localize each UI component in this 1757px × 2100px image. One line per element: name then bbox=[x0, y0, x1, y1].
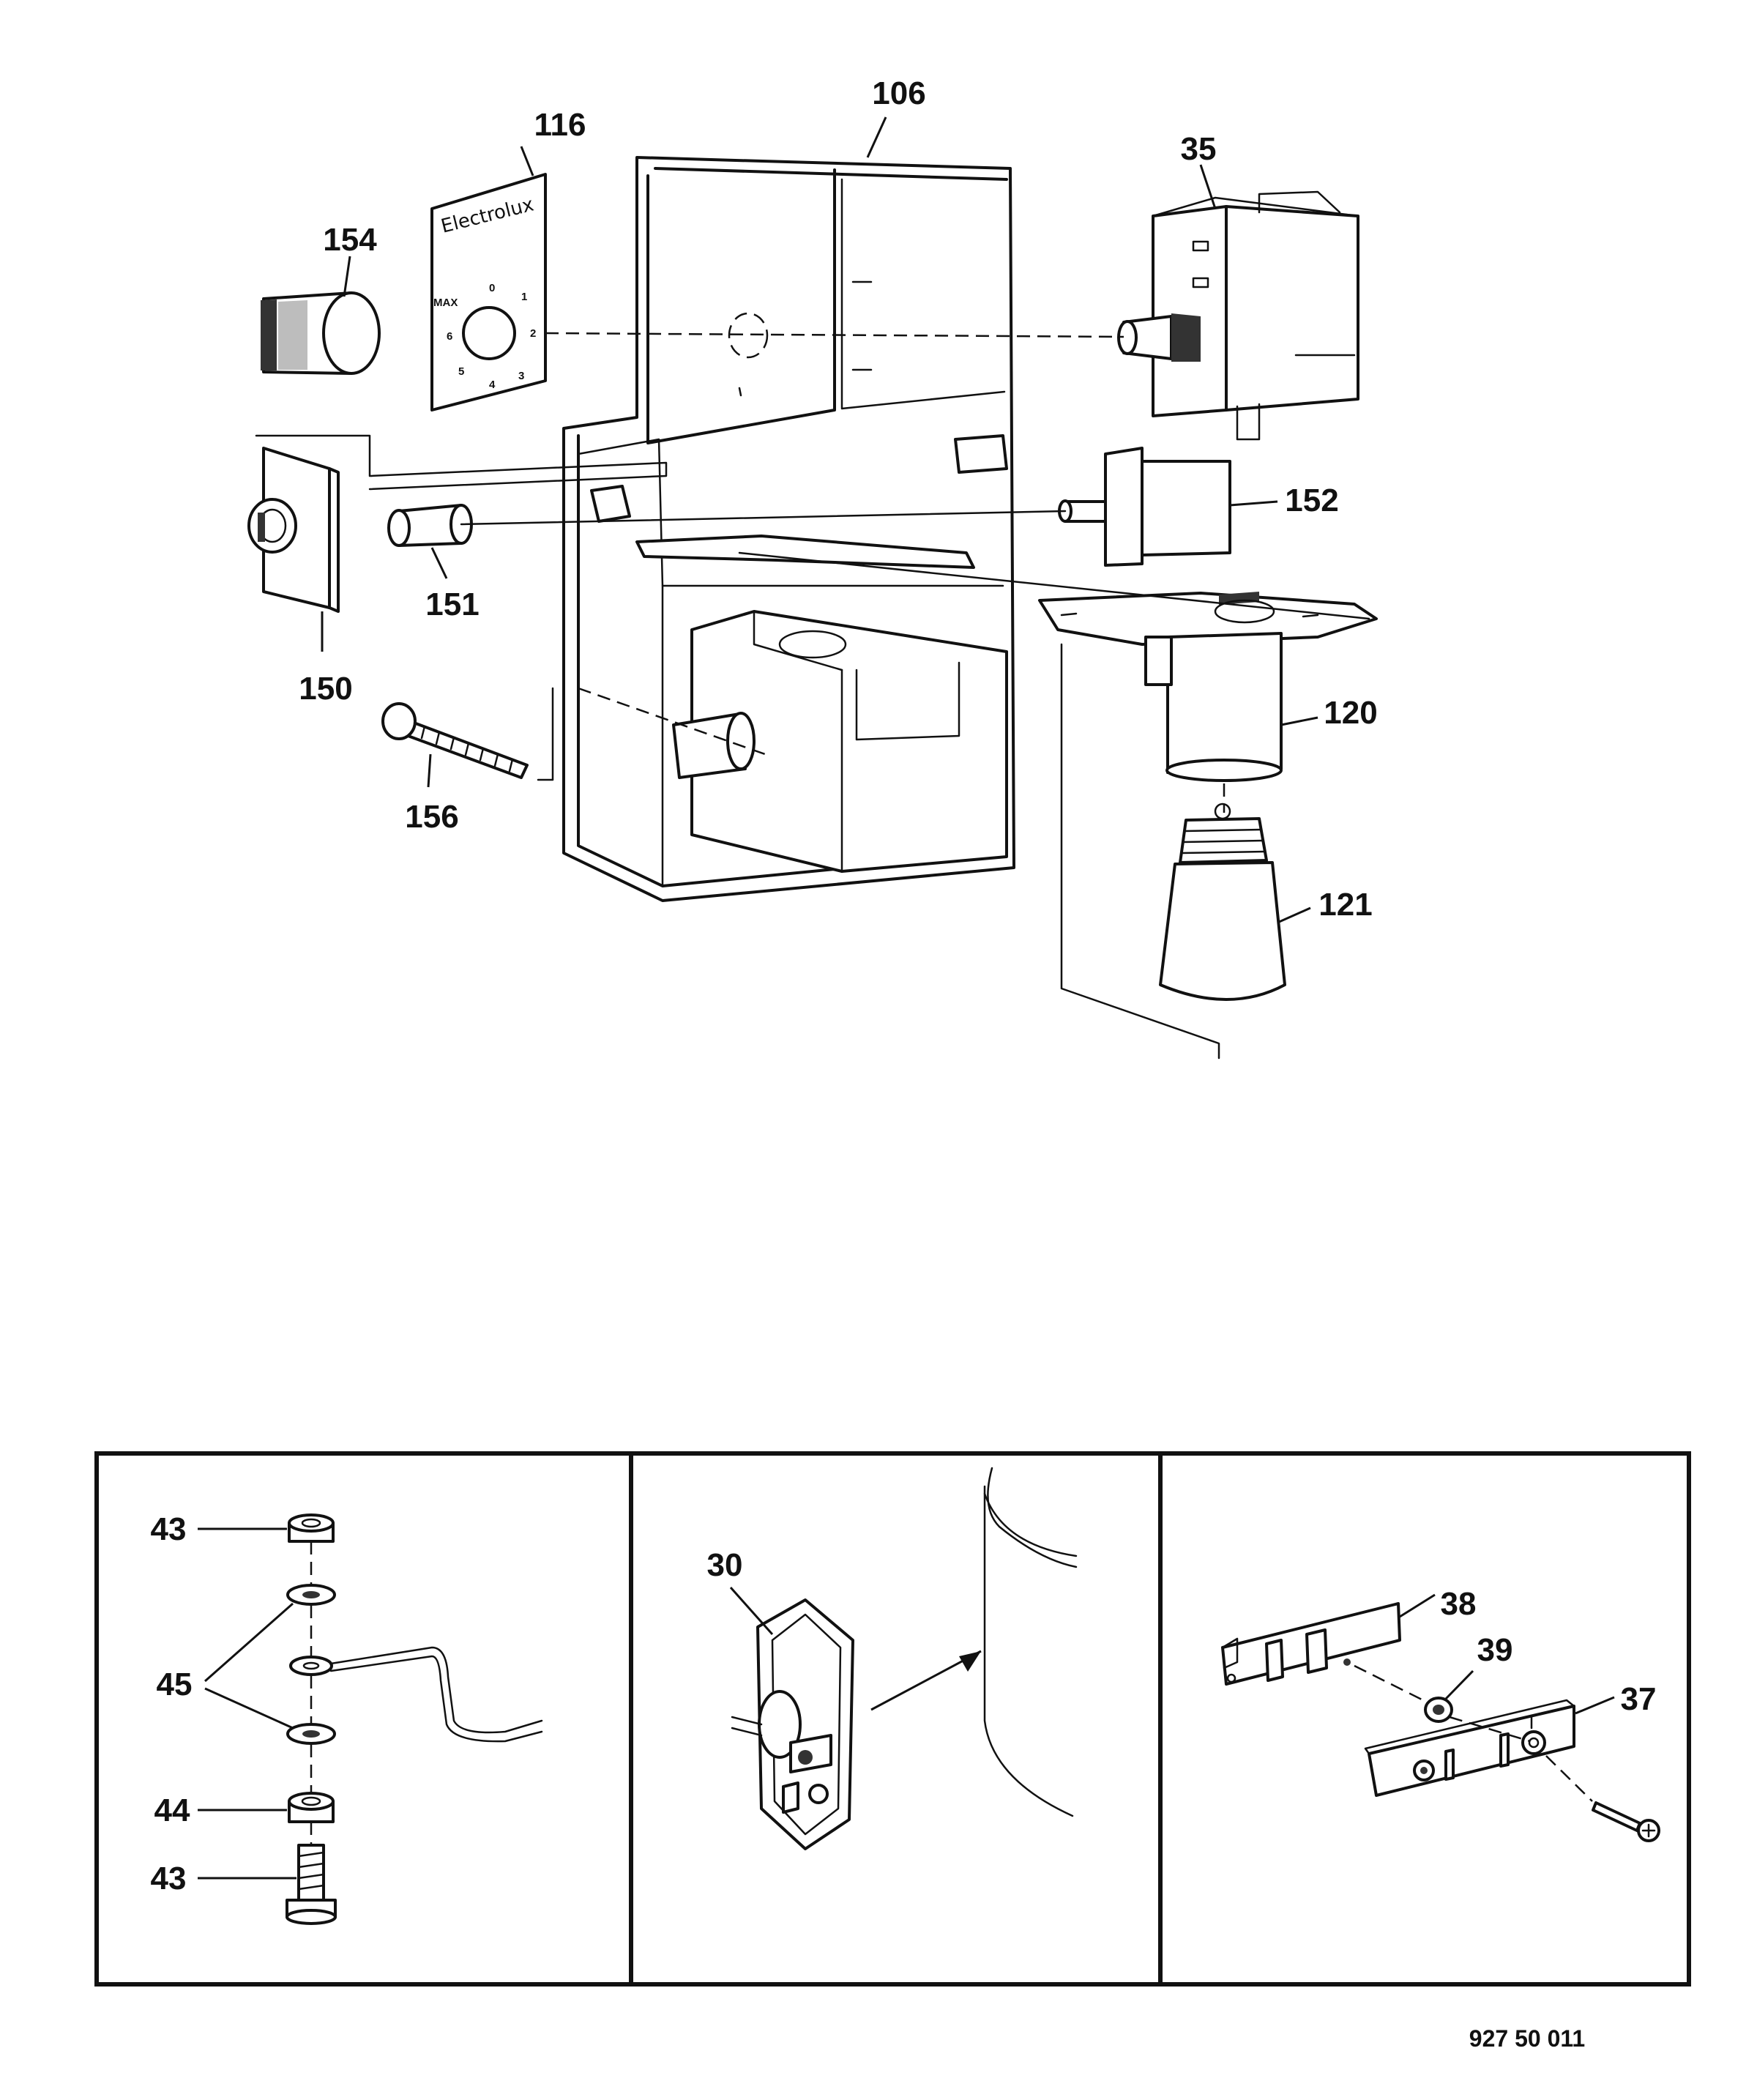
dial-mark-4: 4 bbox=[489, 379, 496, 391]
callout-151: 151 bbox=[425, 587, 479, 622]
callout-45: 45 bbox=[157, 1667, 193, 1702]
pin-guide-line bbox=[460, 510, 1067, 526]
callout-121: 121 bbox=[1318, 887, 1372, 923]
panel-compressor-relay bbox=[731, 1467, 1078, 1850]
bolt-part-43-bottom bbox=[286, 1844, 337, 1925]
leader-106 bbox=[866, 116, 887, 158]
plate-part-120-mount bbox=[1038, 592, 1378, 646]
leader-30 bbox=[729, 1587, 774, 1635]
lower-panels-frame bbox=[94, 1451, 1691, 1987]
axis-guide-line bbox=[545, 332, 1124, 338]
callout-43-bottom: 43 bbox=[151, 1861, 187, 1896]
dial-mark-1: 1 bbox=[521, 291, 527, 303]
clip-guide-outline bbox=[255, 434, 668, 491]
panel-dividers bbox=[629, 1453, 1163, 1984]
screw-part-156 bbox=[381, 702, 529, 779]
nut-part-39 bbox=[1424, 1697, 1453, 1723]
screw-axis-line bbox=[578, 687, 766, 756]
plate-guide-line bbox=[738, 551, 1370, 620]
dial-mark-6: 6 bbox=[447, 330, 452, 343]
lamp-guide-line bbox=[1060, 643, 1220, 1060]
washer-part-45-upper bbox=[286, 1584, 336, 1606]
knob-part-154 bbox=[261, 291, 381, 375]
panel-terminal-plates bbox=[1221, 1593, 1660, 1842]
dial-mark-max: MAX bbox=[433, 297, 458, 309]
washer-part-45-lower bbox=[286, 1723, 336, 1745]
leader-154 bbox=[343, 256, 351, 297]
screw-part-37 bbox=[1592, 1801, 1660, 1842]
dial-mark-3: 3 bbox=[518, 370, 524, 382]
callout-150: 150 bbox=[299, 671, 352, 707]
control-plate-part-116: Electrolux MAX 0 1 2 3 4 5 6 bbox=[430, 173, 547, 412]
housing-part-106 bbox=[562, 156, 1015, 902]
housing-part-120 bbox=[1144, 632, 1283, 782]
callout-35: 35 bbox=[1181, 131, 1217, 167]
plate-part-38 bbox=[1221, 1602, 1401, 1686]
nut-part-44 bbox=[288, 1792, 335, 1823]
document-number: 927 50 011 bbox=[1469, 2025, 1585, 2052]
screw-guide bbox=[537, 687, 554, 781]
leader-35 bbox=[1199, 164, 1217, 209]
leader-151 bbox=[430, 547, 448, 579]
callout-37: 37 bbox=[1621, 1681, 1657, 1717]
dial-mark-2: 2 bbox=[530, 327, 536, 340]
callout-106: 106 bbox=[872, 75, 925, 111]
callout-156: 156 bbox=[405, 799, 458, 835]
nut-part-43-top bbox=[288, 1513, 335, 1543]
callout-152: 152 bbox=[1285, 483, 1338, 518]
leader-152 bbox=[1229, 500, 1278, 507]
relay-arrow-head bbox=[959, 1651, 981, 1672]
callout-120: 120 bbox=[1324, 695, 1377, 731]
leader-116 bbox=[520, 146, 534, 176]
leader-121 bbox=[1277, 906, 1311, 924]
cable-lug bbox=[289, 1646, 543, 1743]
callout-30: 30 bbox=[707, 1547, 743, 1583]
lamp-part-121 bbox=[1159, 803, 1286, 1001]
callout-43-top: 43 bbox=[151, 1511, 187, 1547]
callout-39: 39 bbox=[1477, 1632, 1513, 1668]
clip-part-150 bbox=[247, 447, 340, 613]
callout-38: 38 bbox=[1441, 1586, 1477, 1622]
leader-120 bbox=[1280, 716, 1318, 726]
callout-154: 154 bbox=[323, 222, 377, 258]
plate-part-37 bbox=[1364, 1699, 1575, 1797]
dial-mark-0: 0 bbox=[489, 282, 495, 294]
pin-part-151 bbox=[387, 504, 473, 547]
dial-mark-5: 5 bbox=[458, 365, 464, 378]
callout-116: 116 bbox=[534, 107, 586, 143]
panel-earth-fastener bbox=[198, 1513, 543, 1925]
callout-44: 44 bbox=[154, 1792, 190, 1828]
leader-156 bbox=[427, 753, 432, 788]
bracket-part-152 bbox=[1058, 447, 1231, 567]
thermostat-part-35 bbox=[1117, 190, 1359, 441]
